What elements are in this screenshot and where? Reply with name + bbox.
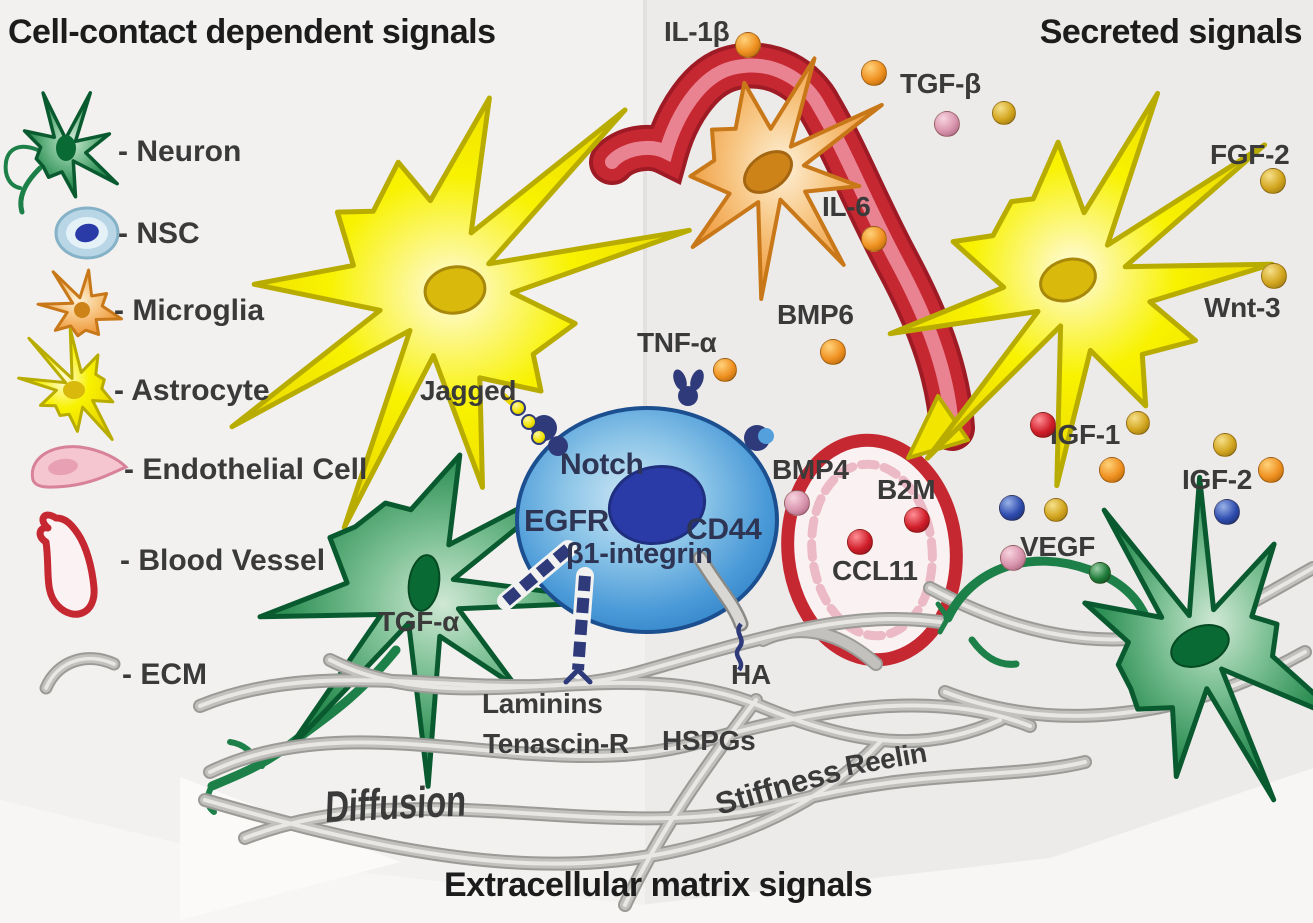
blood-vessel	[589, 42, 975, 667]
legend-neuron-icon	[3, 91, 119, 215]
integrin-link	[572, 575, 591, 671]
label-wnt3: Wnt-3	[1204, 292, 1281, 323]
label-il1b: IL-1β	[664, 16, 730, 47]
label-laminins: Laminins	[482, 688, 603, 719]
label-b2m: B2M	[877, 474, 936, 505]
label-tnfa: TNF-α	[637, 327, 717, 358]
astrocyte-left-nucleus	[423, 265, 487, 315]
label-fgf2: FGF-2	[1210, 139, 1290, 170]
igf1-signal-dot	[1126, 411, 1150, 435]
vegf-signal-dot	[999, 495, 1025, 521]
tgfb-signal-dot	[861, 60, 887, 86]
title-ecm-signals: Extracellular matrix signals	[444, 866, 873, 904]
label-igf1: IGF-1	[1050, 419, 1121, 450]
astrocyte-cell-left	[229, 95, 692, 530]
title-cell-contact-signals: Cell-contact dependent signals	[8, 13, 496, 51]
egfr-link	[502, 544, 572, 606]
nsc-nucleus	[607, 465, 707, 545]
label-diffusion: Diffusion	[324, 776, 467, 833]
legend-label-neuron: - Neuron	[118, 135, 242, 168]
jagged-signal-dot	[510, 400, 526, 416]
legend-label-microglia: - Microglia	[114, 294, 265, 327]
ccl11-signal-dot	[847, 529, 873, 555]
bmp6-signal-dot	[820, 339, 846, 365]
ecm-fibers	[193, 561, 1313, 912]
b2m-signal-dot	[904, 507, 930, 533]
legend-ecm-icon	[39, 652, 121, 695]
label-stiffness: Stiffness	[711, 752, 845, 822]
label-tgfa: TGF-α	[378, 606, 460, 637]
igf2-signal-dot	[1258, 457, 1284, 483]
il6-signal-dot	[861, 226, 887, 252]
label-igf2: IGF-2	[1182, 464, 1253, 495]
adhesion-links	[497, 540, 749, 685]
label-jagged: Jagged	[420, 375, 517, 406]
legend-label-endothelial-cell: - Endothelial Cell	[124, 453, 368, 486]
neuron-cell-right	[935, 474, 1313, 803]
legend-label-nsc: - NSC	[118, 217, 200, 250]
vegf-signal-dot	[1089, 562, 1111, 584]
bmp4-signal-dot	[784, 490, 810, 516]
legend-blood-vessel-icon	[36, 511, 98, 618]
igf1-signal-dot	[1099, 457, 1125, 483]
microglia-nucleus	[743, 150, 793, 194]
blood-vessel-loop	[781, 433, 963, 667]
label-tenascinr: Tenascin-R	[483, 728, 629, 759]
astrocyte-cell-right	[887, 90, 1275, 489]
jagged-signal-dot	[531, 429, 547, 445]
label-notch: Notch	[560, 448, 644, 481]
wnt3-signal-dot	[1261, 263, 1287, 289]
cd44-stalk	[695, 553, 746, 629]
label-hspgs: HSPGs	[662, 725, 756, 756]
astrocyte-right-nucleus	[1039, 257, 1097, 303]
ha-squiggle	[734, 622, 744, 672]
label-vegf: VEGF	[1020, 531, 1096, 562]
vegf-signal-dot	[1000, 545, 1026, 571]
tgfb-signal-dot	[934, 111, 960, 137]
neuron-right-nucleus	[1170, 624, 1230, 668]
neuron-right-process	[943, 556, 1151, 623]
label-egfr: EGFR	[524, 503, 609, 538]
label-bmp6: BMP6	[777, 299, 854, 330]
legend-label-ecm: - ECM	[122, 658, 207, 691]
jagged-signal-dot	[521, 414, 537, 430]
label-reelin: Reelin	[842, 736, 930, 782]
il1b-signal-dot	[735, 32, 761, 58]
label-il6: IL-6	[822, 191, 871, 222]
legend-label-blood-vessel: - Blood Vessel	[120, 544, 326, 577]
tnf-receptor	[673, 369, 704, 406]
legend-microglia-icon	[36, 268, 123, 338]
fgf2-signal-dot	[1260, 168, 1286, 194]
label-cd44: CD44	[686, 513, 762, 546]
legend-label-astrocyte: - Astrocyte	[114, 374, 270, 407]
igf1-signal-dot	[1030, 412, 1056, 438]
title-secreted-signals: Secreted signals	[1039, 13, 1303, 51]
legend-nsc-icon	[54, 206, 120, 260]
legend-icons	[3, 91, 129, 695]
label-ha: HA	[731, 659, 771, 690]
label-ccl11: CCL11	[832, 555, 918, 586]
legend-endothelial-icon	[30, 445, 129, 489]
microglia-cell	[688, 56, 884, 301]
igf2-signal-dot	[1213, 433, 1237, 457]
label-b1int: β1-integrin	[566, 538, 713, 570]
tgfb-signal-dot	[992, 101, 1016, 125]
legend-astrocyte-icon	[17, 327, 115, 441]
tnfa-signal-dot	[713, 358, 737, 382]
bmp-receptor	[744, 425, 774, 451]
vegf-signal-dot	[1044, 498, 1068, 522]
neuron-left-nucleus	[407, 554, 441, 612]
igf2-signal-dot	[1214, 499, 1240, 525]
label-tgfb: TGF-β	[900, 68, 981, 99]
label-bmp4: BMP4	[772, 454, 849, 485]
